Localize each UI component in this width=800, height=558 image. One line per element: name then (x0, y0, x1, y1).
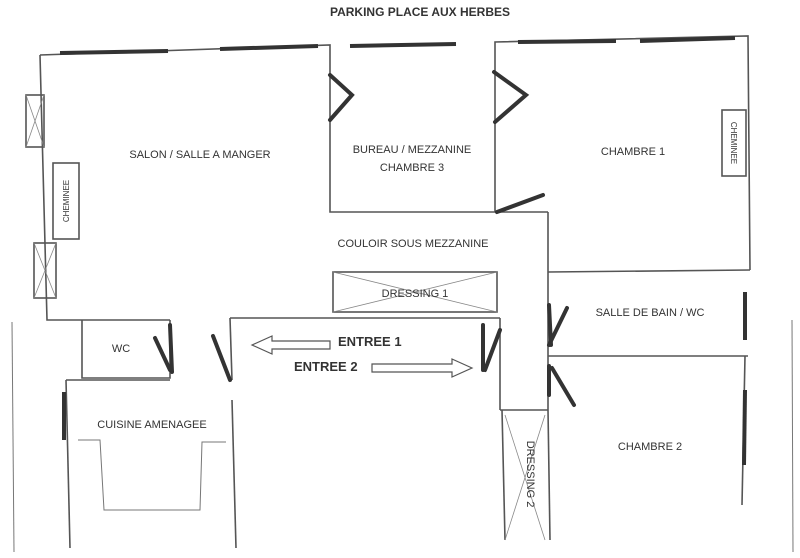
cheminee-left-label: CHEMINEE (62, 180, 71, 222)
entree-2-label: ENTREE 2 (294, 359, 358, 374)
room-couloir: COULOIR SOUS MEZZANINE (338, 238, 489, 250)
room-cuisine: CUISINE AMENAGEE (97, 419, 206, 431)
windows (59, 36, 747, 466)
cheminee-right: CHEMINEE (721, 109, 747, 177)
dressing-1-label: DRESSING 1 (382, 288, 449, 300)
cheminee-right-label: CHEMINEE (729, 122, 738, 164)
room-salon: SALON / SALLE A MANGER (129, 149, 270, 161)
room-bureau-line2: CHAMBRE 3 (380, 162, 444, 174)
doors (153, 70, 576, 407)
room-salle-de-bain: SALLE DE BAIN / WC (596, 307, 705, 319)
entree-1: ENTREE 1 (250, 334, 402, 355)
entree-2: ENTREE 2 (294, 358, 474, 378)
plan-title: PARKING PLACE AUX HERBES (330, 5, 510, 19)
room-labels: SALON / SALLE A MANGER BUREAU / MEZZANIN… (97, 144, 704, 453)
room-chambre-1: CHAMBRE 1 (601, 146, 665, 158)
entree-1-label: ENTREE 1 (338, 334, 402, 349)
dressing-2-label: DRESSING 2 (524, 441, 536, 508)
dressing-2: DRESSING 2 (504, 414, 546, 541)
room-chambre-2: CHAMBRE 2 (618, 441, 682, 453)
room-bureau-line1: BUREAU / MEZZANINE (353, 144, 472, 156)
dressing-1: DRESSING 1 (332, 271, 498, 313)
room-wc: WC (112, 343, 130, 355)
radiators (25, 94, 57, 299)
cheminee-left: CHEMINEE (52, 162, 80, 240)
